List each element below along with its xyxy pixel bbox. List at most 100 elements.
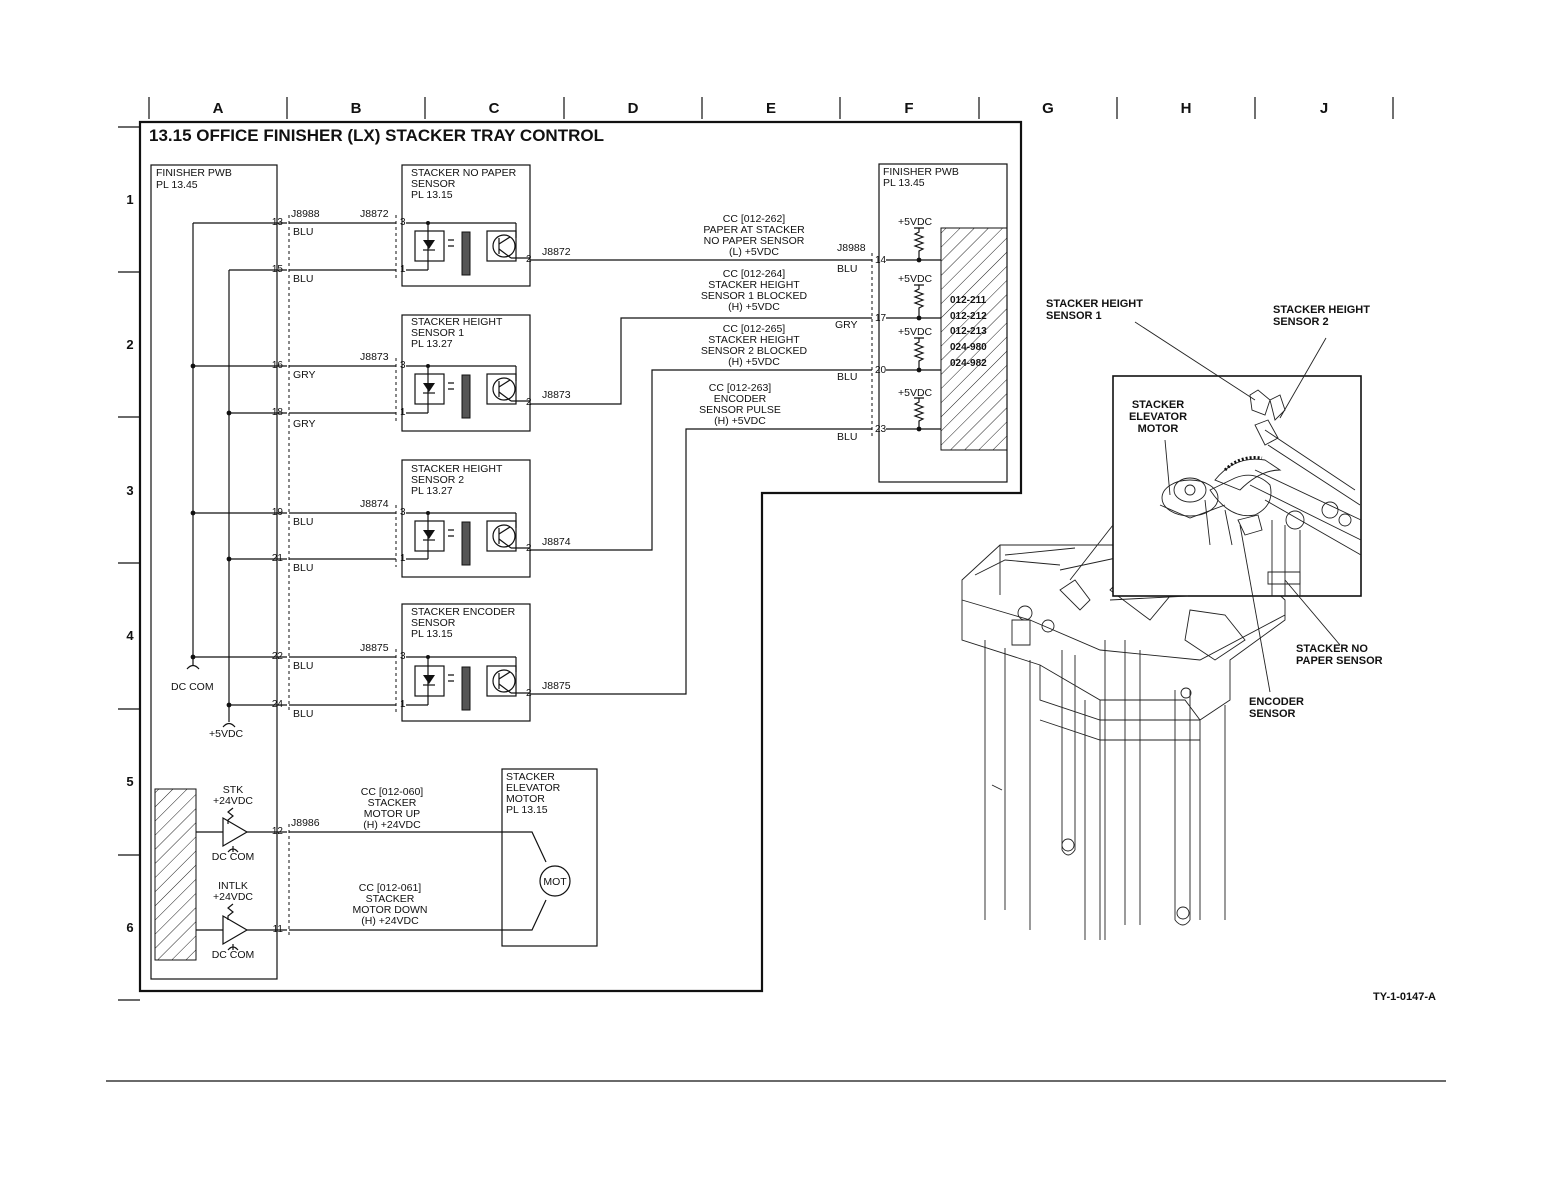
svg-text:3: 3: [400, 651, 406, 662]
column-label: J: [1320, 100, 1328, 117]
svg-text:BLU: BLU: [293, 273, 313, 285]
column-label: A: [213, 100, 224, 117]
svg-text:J8874: J8874: [360, 498, 389, 510]
svg-text:GRY: GRY: [293, 369, 316, 381]
column-label: D: [628, 100, 639, 117]
out-conn-j8875: J8875: [542, 680, 571, 692]
svg-text:SENSOR: SENSOR: [1249, 708, 1296, 720]
svg-text:2: 2: [526, 397, 532, 408]
svg-text:3: 3: [400, 360, 406, 371]
svg-text:012-213: 012-213: [950, 326, 987, 337]
stacker-elevator-motor: STACKER ELEVATOR MOTOR PL 13.15 MOT: [501, 768, 598, 947]
svg-text:STACKER NO: STACKER NO: [1296, 643, 1368, 655]
cc-label-012-262: CC [012-262] PAPER AT STACKER NO PAPER S…: [703, 213, 805, 258]
svg-text:CC [012-263]: CC [012-263]: [709, 382, 772, 394]
row-label: 4: [126, 628, 134, 643]
svg-text:BLU: BLU: [293, 516, 313, 528]
svg-text:PL 13.15: PL 13.15: [411, 628, 453, 640]
svg-text:2: 2: [526, 254, 532, 265]
cc-label-012-061: CC [012-061] STACKER MOTOR DOWN (H) +24V…: [352, 882, 427, 927]
svg-text:STACKER HEIGHT: STACKER HEIGHT: [708, 334, 800, 346]
svg-text:SENSOR: SENSOR: [411, 178, 456, 190]
svg-text:1: 1: [400, 264, 406, 275]
svg-text:11: 11: [273, 924, 284, 935]
fault-codes: 012-211 012-212 012-213 024-980 024-982: [950, 295, 987, 369]
svg-text:SENSOR 1: SENSOR 1: [1046, 310, 1102, 322]
svg-text:MOTOR DOWN: MOTOR DOWN: [352, 904, 427, 916]
svg-text:STACKER: STACKER: [366, 893, 415, 905]
svg-text:SENSOR PULSE: SENSOR PULSE: [699, 404, 781, 416]
svg-text:BLU: BLU: [293, 708, 313, 720]
dc-com-label: DC COM: [171, 681, 214, 693]
svg-text:+5VDC: +5VDC: [898, 273, 933, 285]
svg-text:CC [012-060]: CC [012-060]: [361, 786, 424, 798]
svg-text:DC COM: DC COM: [212, 851, 255, 863]
svg-text:STACKER ENCODER: STACKER ENCODER: [411, 606, 516, 618]
out-conn-j8874: J8874: [542, 536, 571, 548]
column-label: E: [766, 100, 776, 117]
svg-text:PL 13.27: PL 13.27: [411, 338, 453, 350]
svg-text:NO PAPER SENSOR: NO PAPER SENSOR: [704, 235, 805, 247]
svg-text:SENSOR 1: SENSOR 1: [411, 327, 464, 339]
svg-text:STACKER: STACKER: [506, 771, 555, 783]
svg-text:+24VDC: +24VDC: [213, 891, 253, 903]
svg-text:PL 13.15: PL 13.15: [411, 189, 453, 201]
svg-text:ENCODER: ENCODER: [714, 393, 767, 405]
svg-text:(H) +5VDC: (H) +5VDC: [728, 301, 780, 313]
svg-text:STACKER HEIGHT: STACKER HEIGHT: [1273, 304, 1370, 316]
cc-label-012-263: CC [012-263] ENCODER SENSOR PULSE (H) +5…: [699, 382, 781, 427]
svg-text:STK: STK: [223, 784, 243, 796]
svg-text:CC [012-061]: CC [012-061]: [359, 882, 422, 894]
svg-text:1: 1: [400, 407, 406, 418]
svg-text:STACKER HEIGHT: STACKER HEIGHT: [411, 316, 503, 328]
row-label: 6: [126, 920, 133, 935]
svg-text:CC [012-262]: CC [012-262]: [723, 213, 786, 225]
finisher-illustration: [961, 321, 1362, 940]
svg-text:20: 20: [875, 365, 887, 376]
svg-text:3: 3: [400, 217, 406, 228]
svg-text:+5VDC: +5VDC: [898, 216, 933, 228]
svg-text:1: 1: [400, 553, 406, 564]
svg-text:PL 13.27: PL 13.27: [411, 485, 453, 497]
svg-text:BLU: BLU: [293, 562, 313, 574]
svg-text:024-980: 024-980: [950, 342, 987, 353]
svg-text:BLU: BLU: [293, 226, 313, 238]
wire-color: BLU: [837, 371, 857, 383]
column-label: B: [351, 100, 362, 117]
svg-text:012-211: 012-211: [950, 295, 987, 306]
svg-text:STACKER HEIGHT: STACKER HEIGHT: [1046, 298, 1143, 310]
output-wiring: [530, 259, 872, 695]
j8988-label: J8988: [291, 208, 320, 220]
svg-text:16: 16: [272, 360, 284, 371]
svg-text:17: 17: [875, 313, 887, 324]
svg-text:SENSOR 2 BLOCKED: SENSOR 2 BLOCKED: [701, 345, 808, 357]
svg-text:024-982: 024-982: [950, 358, 987, 369]
svg-text:+5VDC: +5VDC: [898, 326, 933, 338]
column-label: C: [489, 100, 500, 117]
v5-label: +5VDC: [209, 728, 244, 740]
out-conn-j8873: J8873: [542, 389, 571, 401]
svg-text:MOTOR: MOTOR: [1138, 423, 1179, 435]
cc-label-012-060: CC [012-060] STACKER MOTOR UP (H) +24VDC: [361, 786, 424, 831]
svg-text:J8875: J8875: [360, 642, 389, 654]
svg-text:J8873: J8873: [360, 351, 389, 363]
j8986-label: J8986: [291, 817, 320, 829]
grid-frame: [106, 97, 1446, 1082]
svg-text:DC COM: DC COM: [212, 949, 255, 961]
stacker-height-sensor-1: STACKER HEIGHT SENSOR 1 PL 13.27 J8873 3…: [360, 314, 532, 432]
cc-label-012-265: CC [012-265] STACKER HEIGHT SENSOR 2 BLO…: [701, 323, 808, 368]
wire-color: GRY: [835, 319, 858, 331]
wire-color: BLU: [837, 263, 857, 275]
svg-text:19: 19: [272, 507, 284, 518]
svg-text:PAPER SENSOR: PAPER SENSOR: [1296, 655, 1383, 667]
svg-text:STACKER HEIGHT: STACKER HEIGHT: [411, 463, 503, 475]
stacker-no-paper-sensor: STACKER NO PAPER SENSOR PL 13.15 J8872 3…: [360, 164, 532, 287]
row-label: 5: [126, 774, 133, 789]
svg-text:CC [012-264]: CC [012-264]: [723, 268, 786, 280]
svg-text:18: 18: [272, 407, 284, 418]
svg-text:PAPER AT STACKER: PAPER AT STACKER: [703, 224, 805, 236]
left-wiring: [289, 222, 396, 706]
svg-text:GRY: GRY: [293, 418, 316, 430]
svg-text:+5VDC: +5VDC: [898, 387, 933, 399]
svg-text:SENSOR 2: SENSOR 2: [411, 474, 464, 486]
